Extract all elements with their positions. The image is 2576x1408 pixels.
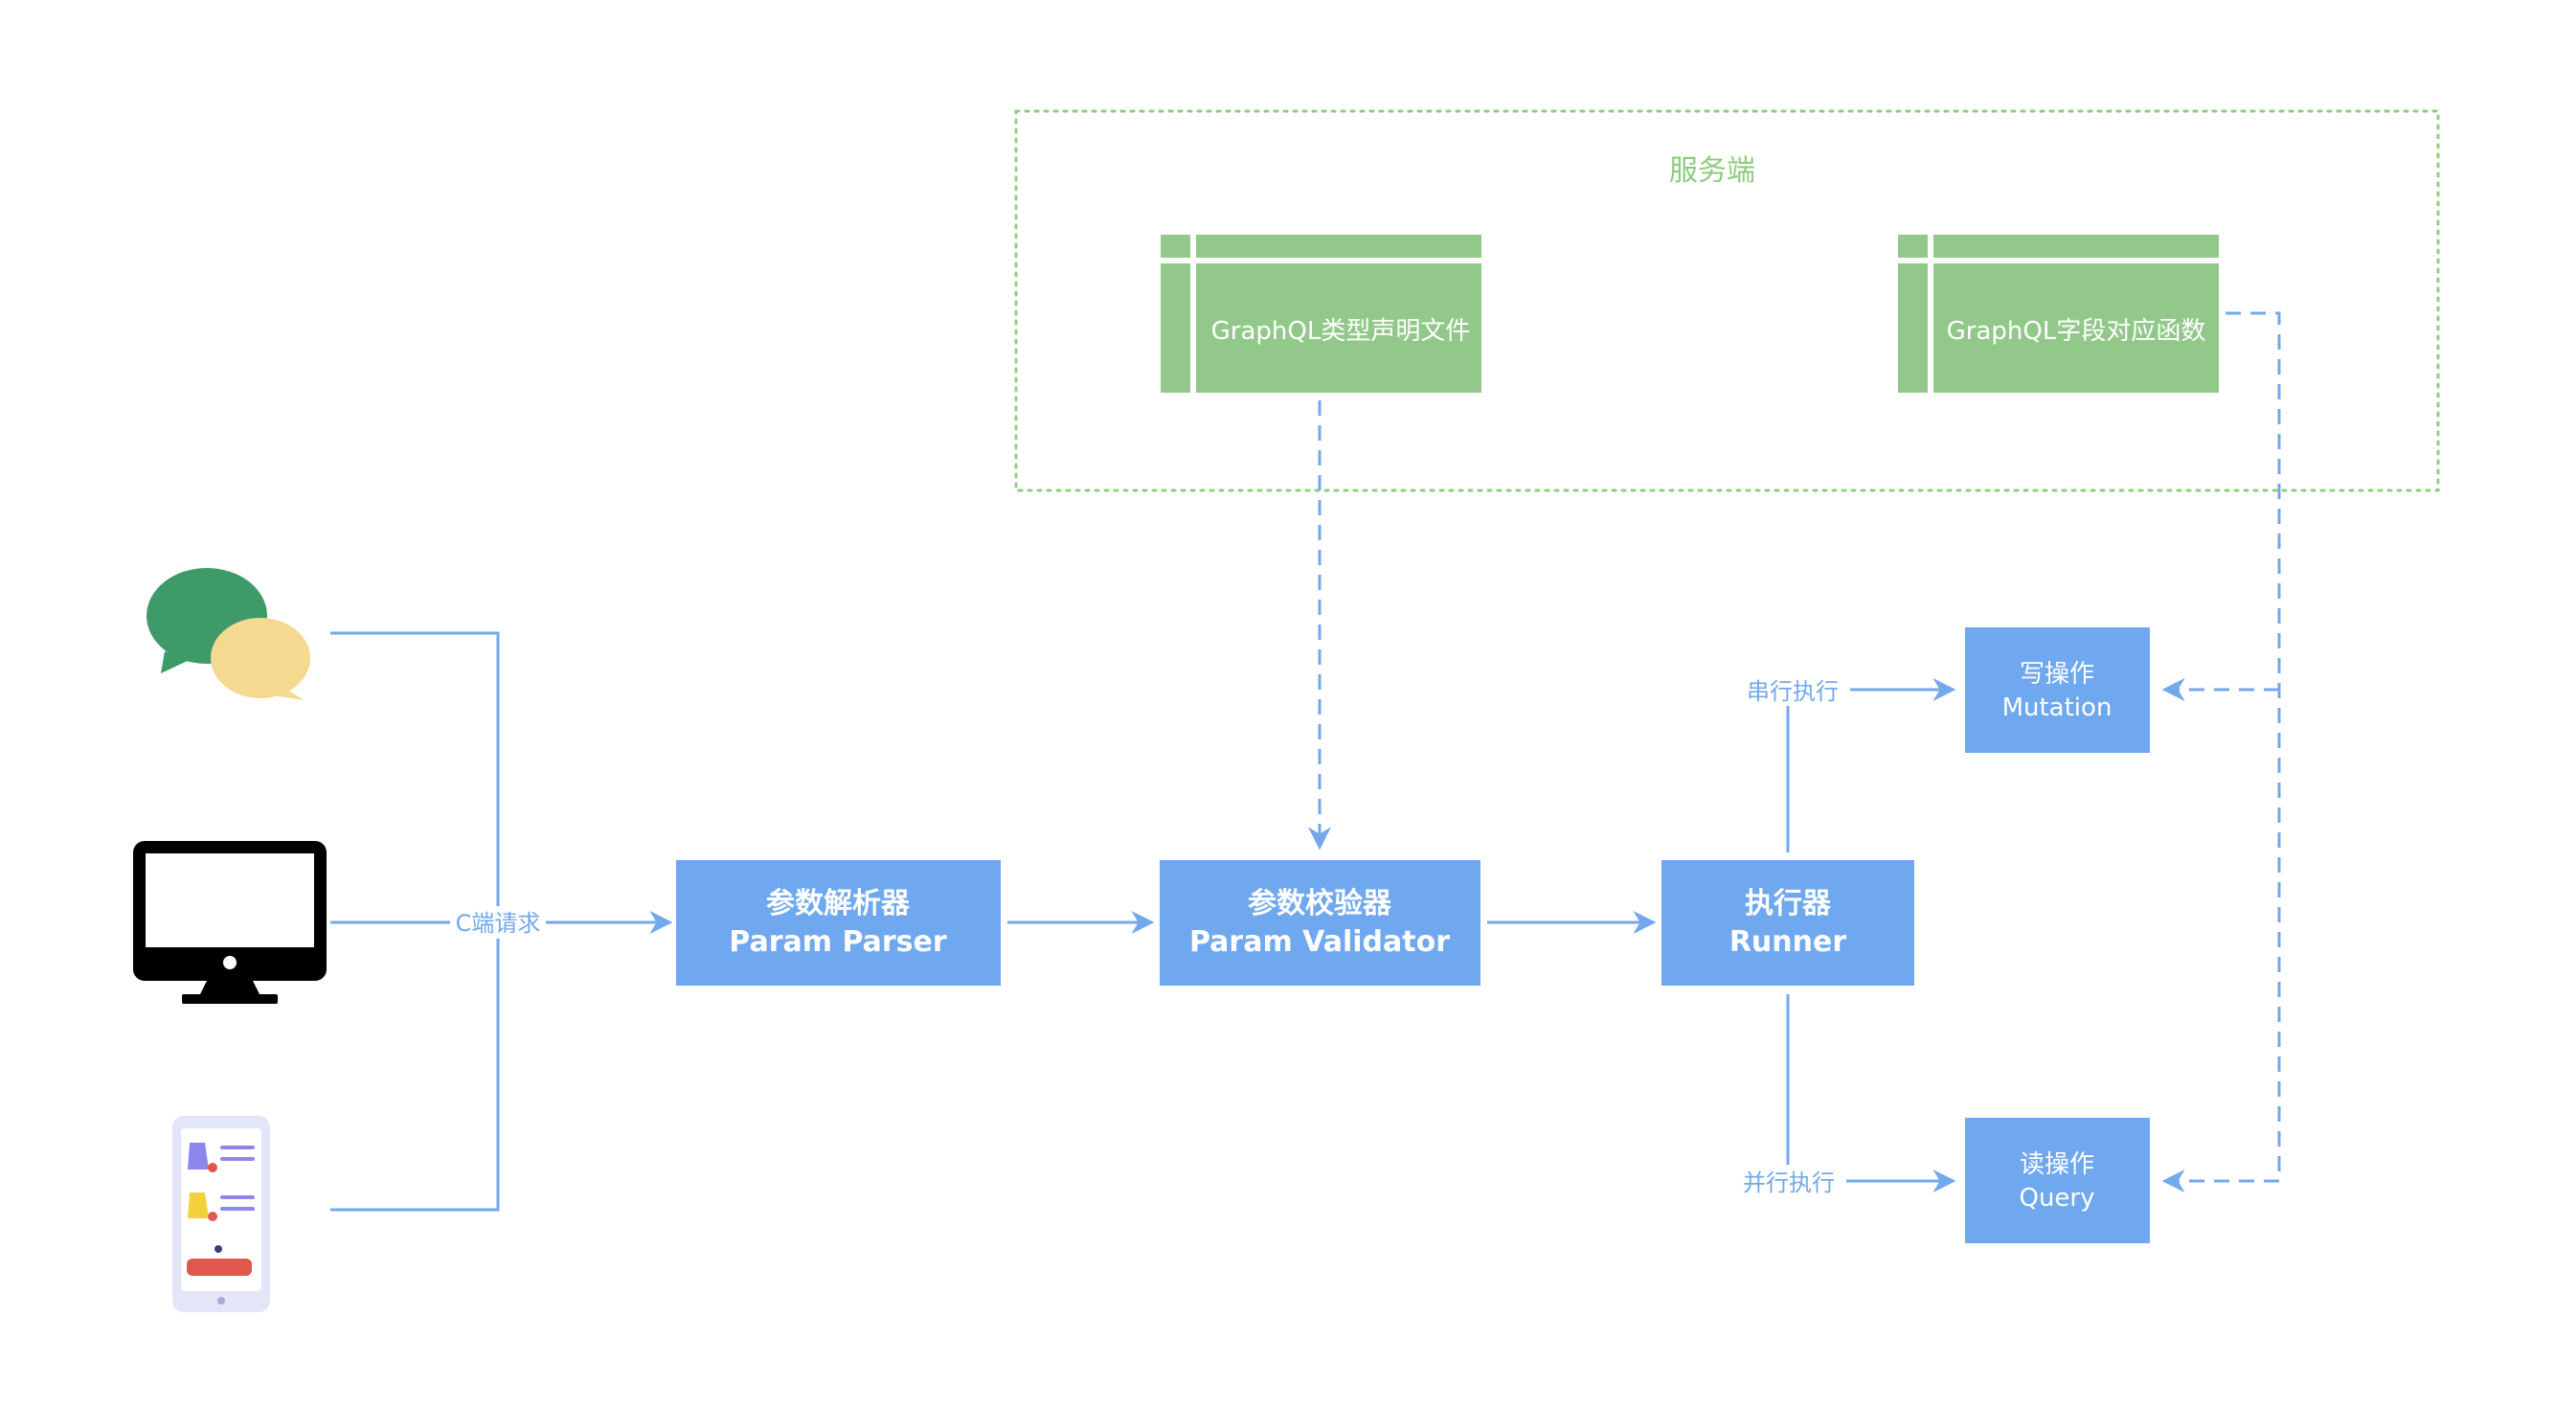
param-parser-en: Param Parser	[729, 925, 947, 959]
resolver-file-node[interactable]: GraphQL字段对应函数	[1898, 235, 2219, 393]
client-request-label-bg	[450, 906, 546, 939]
query-en: Query	[2019, 1184, 2094, 1213]
mutation-cn: 写操作	[2020, 660, 2094, 689]
schema-file-node[interactable]: GraphQL类型声明文件	[1161, 235, 1481, 393]
query-node[interactable]: 读操作 Query	[1965, 1118, 2150, 1243]
client-request-label: C端请求	[456, 910, 541, 937]
param-parser-node[interactable]: 参数解析器 Param Parser	[676, 860, 1001, 986]
param-validator-cn: 参数校验器	[1248, 887, 1392, 920]
parallel-label: 并行执行	[1743, 1170, 1835, 1196]
schema-file-label: GraphQL类型声明文件	[1211, 317, 1471, 346]
param-validator-en: Param Validator	[1189, 925, 1450, 959]
query-cn: 读操作	[2020, 1150, 2094, 1179]
serial-label: 串行执行	[1747, 678, 1839, 705]
desktop-monitor-icon	[133, 841, 327, 1004]
serial-label-bg	[1735, 673, 1850, 706]
server-group-border	[1014, 109, 2440, 492]
runner-cn: 执行器	[1745, 887, 1832, 920]
param-parser-cn: 参数解析器	[766, 887, 911, 920]
parallel-label-bg	[1731, 1165, 1846, 1197]
runner-node[interactable]: 执行器 Runner	[1661, 860, 1914, 986]
resolver-trunk-edge	[2226, 311, 2281, 1181]
runner-en: Runner	[1729, 925, 1847, 959]
mutation-node[interactable]: 写操作 Mutation	[1965, 627, 2150, 753]
mutation-en: Mutation	[2002, 693, 2113, 722]
runner-to-query-edge	[1786, 994, 1956, 1192]
resolver-file-label: GraphQL字段对应函数	[1947, 317, 2206, 346]
chat-bubbles-icon	[147, 568, 310, 700]
runner-to-mutation-edge	[1786, 678, 1956, 852]
param-validator-node[interactable]: 参数校验器 Param Validator	[1160, 860, 1480, 986]
server-group-title: 服务端	[1669, 154, 1755, 188]
mobile-phone-icon	[172, 1116, 270, 1312]
